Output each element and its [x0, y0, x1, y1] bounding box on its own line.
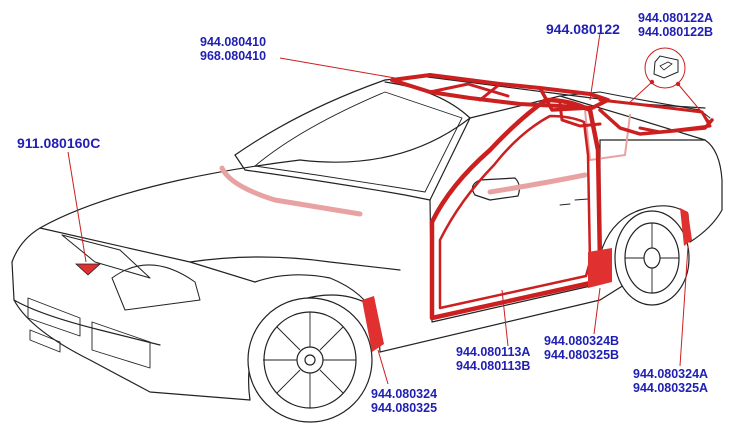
label-rocker-trim-line1: 944.080324B — [544, 334, 620, 348]
label-roof-seal-line2: 968.080410 — [200, 49, 267, 63]
label-targa-part: 944.080122 — [546, 21, 620, 37]
label-door-seal-line2: 944.080113B — [456, 359, 531, 373]
leader-dots — [649, 79, 681, 87]
rear-wheel — [614, 210, 690, 306]
spoiler-clip-detail — [644, 47, 686, 89]
label-spoiler-clip-line1: 944.080122A — [638, 11, 714, 25]
label-rear-wheel-arch-line2: 944.080325A — [633, 381, 709, 395]
leader-door — [501, 289, 509, 347]
leader-lines — [67, 32, 711, 385]
seals — [390, 73, 714, 321]
leader-targa — [589, 32, 601, 101]
label-front-wheel-arch: 944.080324 944.080325 — [371, 387, 437, 415]
label-door-seal-line1: 944.080113A — [456, 345, 531, 359]
leader-hood — [67, 151, 87, 263]
rear-arch-trim — [680, 208, 692, 246]
label-rocker-trim: 944.080324B 944.080325B — [544, 334, 619, 362]
rocker-trim — [588, 248, 612, 288]
roof-seal — [390, 73, 610, 110]
label-hood-seal: 911.080160C — [17, 135, 101, 151]
label-spoiler-clip-line2: 944.080122B — [638, 25, 714, 39]
leader-clip-a — [627, 81, 653, 105]
label-roof-seal: 944.080410 968.080410 — [200, 35, 266, 63]
front-wheel — [247, 297, 373, 423]
ghost-seals — [219, 109, 631, 217]
label-rear-wheel-arch: 944.080324A 944.080325A — [633, 367, 708, 395]
label-rocker-trim-line2: 944.080325B — [544, 348, 620, 362]
label-roof-seal-line1: 944.080410 — [200, 35, 267, 49]
hood-emblem — [74, 263, 102, 276]
leader-clip-b — [677, 83, 711, 123]
label-door-seal: 944.080113A 944.080113B — [456, 345, 530, 373]
door-seal — [429, 97, 603, 321]
label-front-wheel-arch-line1: 944.080324 — [371, 387, 438, 401]
label-front-wheel-arch-line2: 944.080325 — [371, 401, 438, 415]
leader-front-arch — [377, 349, 389, 385]
label-spoiler-clip: 944.080122A 944.080122B — [638, 11, 713, 39]
leader-rocker — [593, 287, 601, 335]
label-rear-wheel-arch-line1: 944.080324A — [633, 367, 709, 381]
leader-rear-arch — [679, 245, 689, 367]
leader-roof — [279, 57, 396, 79]
front-arch-trim — [362, 296, 384, 352]
trim-pieces — [74, 208, 692, 352]
